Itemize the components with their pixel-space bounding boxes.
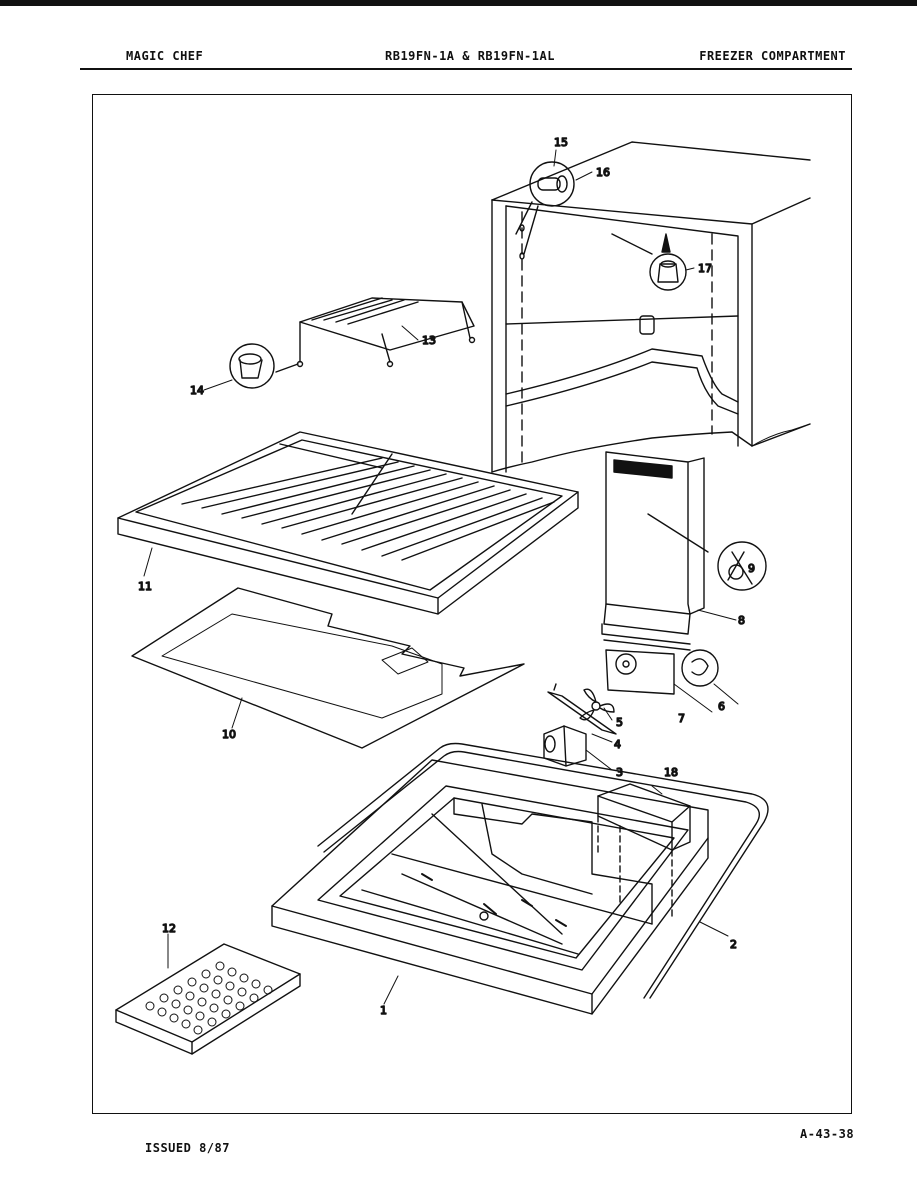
issued-date: ISSUED 8/87 [145,1141,230,1155]
part-1-tray [271,759,709,1015]
part-4-bracket [547,683,617,735]
part-11-shelf [117,431,579,615]
part-17-detail [611,233,687,291]
callout-18: 18 [664,766,678,779]
part-2-gasket [317,742,769,999]
part-9-detail [717,541,767,591]
part-7-bracket [605,649,675,695]
callout-1: 1 [380,1004,387,1017]
part-12-ice-tray [115,943,301,1055]
model-label: RB19FN-1A & RB19FN-1AL [385,49,555,63]
page-code: A-43-38 [800,1127,855,1141]
callout-12: 12 [162,922,176,935]
callout-17: 17 [698,262,712,275]
part-6-detail [681,649,719,687]
callout-10: 10 [222,728,236,741]
callout-3: 3 [616,766,623,779]
callout-7: 7 [678,712,685,725]
section-label: FREEZER COMPARTMENT [699,49,846,63]
part-3-motor [543,725,587,767]
part-10-plate [131,587,525,749]
callout-5: 5 [616,716,623,729]
callout-14: 14 [190,384,204,397]
callout-9: 9 [748,562,755,575]
part-8-duct [601,451,709,651]
freezer-cabinet [491,141,811,473]
brand-label: MAGIC CHEF [126,49,204,63]
leader-lines [143,149,739,1005]
header-rule [80,68,852,70]
top-border-rule [0,0,917,6]
part-15-16-detail [515,161,575,260]
callout-4: 4 [614,738,621,751]
callout-8: 8 [738,614,745,627]
callout-2: 2 [730,938,737,951]
callout-11: 11 [138,580,152,593]
callout-6: 6 [718,700,725,713]
part-14-detail [229,343,299,389]
part-13-cover [296,297,476,368]
callout-15: 15 [554,136,568,149]
page-header: MAGIC CHEF RB19FN-1A & RB19FN-1AL FREEZE… [80,46,852,68]
exploded-parts-diagram: 1 2 3 4 5 6 7 8 9 10 11 12 13 14 15 16 1… [115,135,811,1055]
diagram-frame [92,94,852,1114]
callout-13: 13 [422,334,436,347]
callout-16: 16 [596,166,610,179]
